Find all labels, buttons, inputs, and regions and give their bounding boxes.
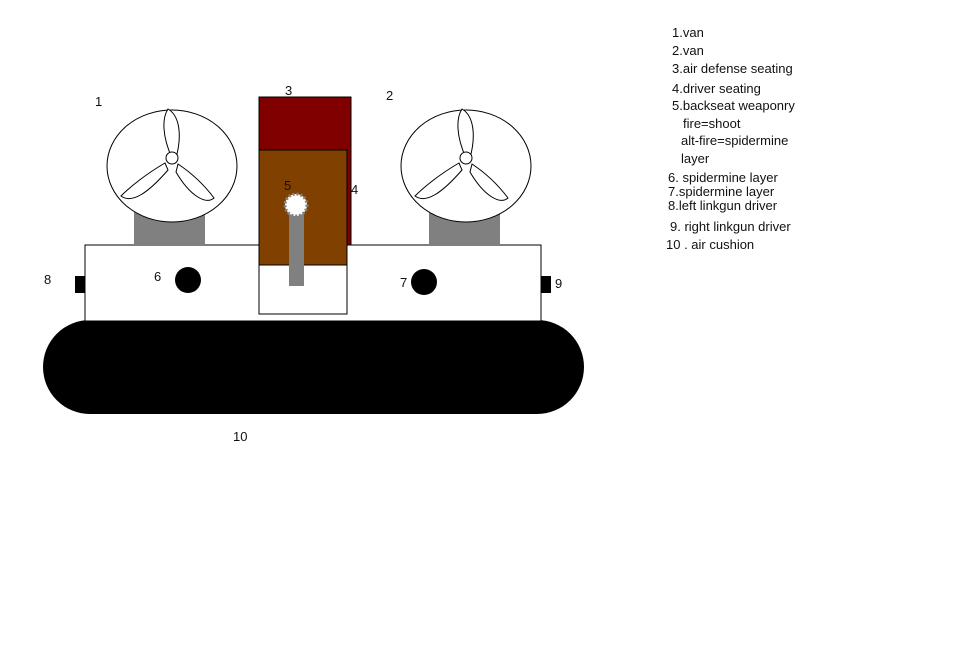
- callout-6: 6: [154, 269, 161, 284]
- callout-8: 8: [44, 272, 51, 287]
- callout-5: 5: [284, 178, 291, 193]
- callout-3: 3: [285, 83, 292, 98]
- callout-10: 10: [233, 429, 247, 444]
- left-fan: [106, 108, 238, 223]
- air-cushion: [43, 320, 584, 414]
- callout-2: 2: [386, 88, 393, 103]
- spidermine-layer-right: [411, 269, 437, 295]
- right-linkgun: [541, 276, 551, 293]
- callout-1: 1: [95, 94, 102, 109]
- turret-head: [283, 192, 309, 218]
- turret-barrel: [289, 212, 304, 286]
- left-linkgun: [75, 276, 85, 293]
- callout-9: 9: [555, 276, 562, 291]
- callout-7: 7: [400, 275, 407, 290]
- right-fan: [400, 108, 532, 223]
- spidermine-layer-left: [175, 267, 201, 293]
- callout-4: 4: [351, 182, 358, 197]
